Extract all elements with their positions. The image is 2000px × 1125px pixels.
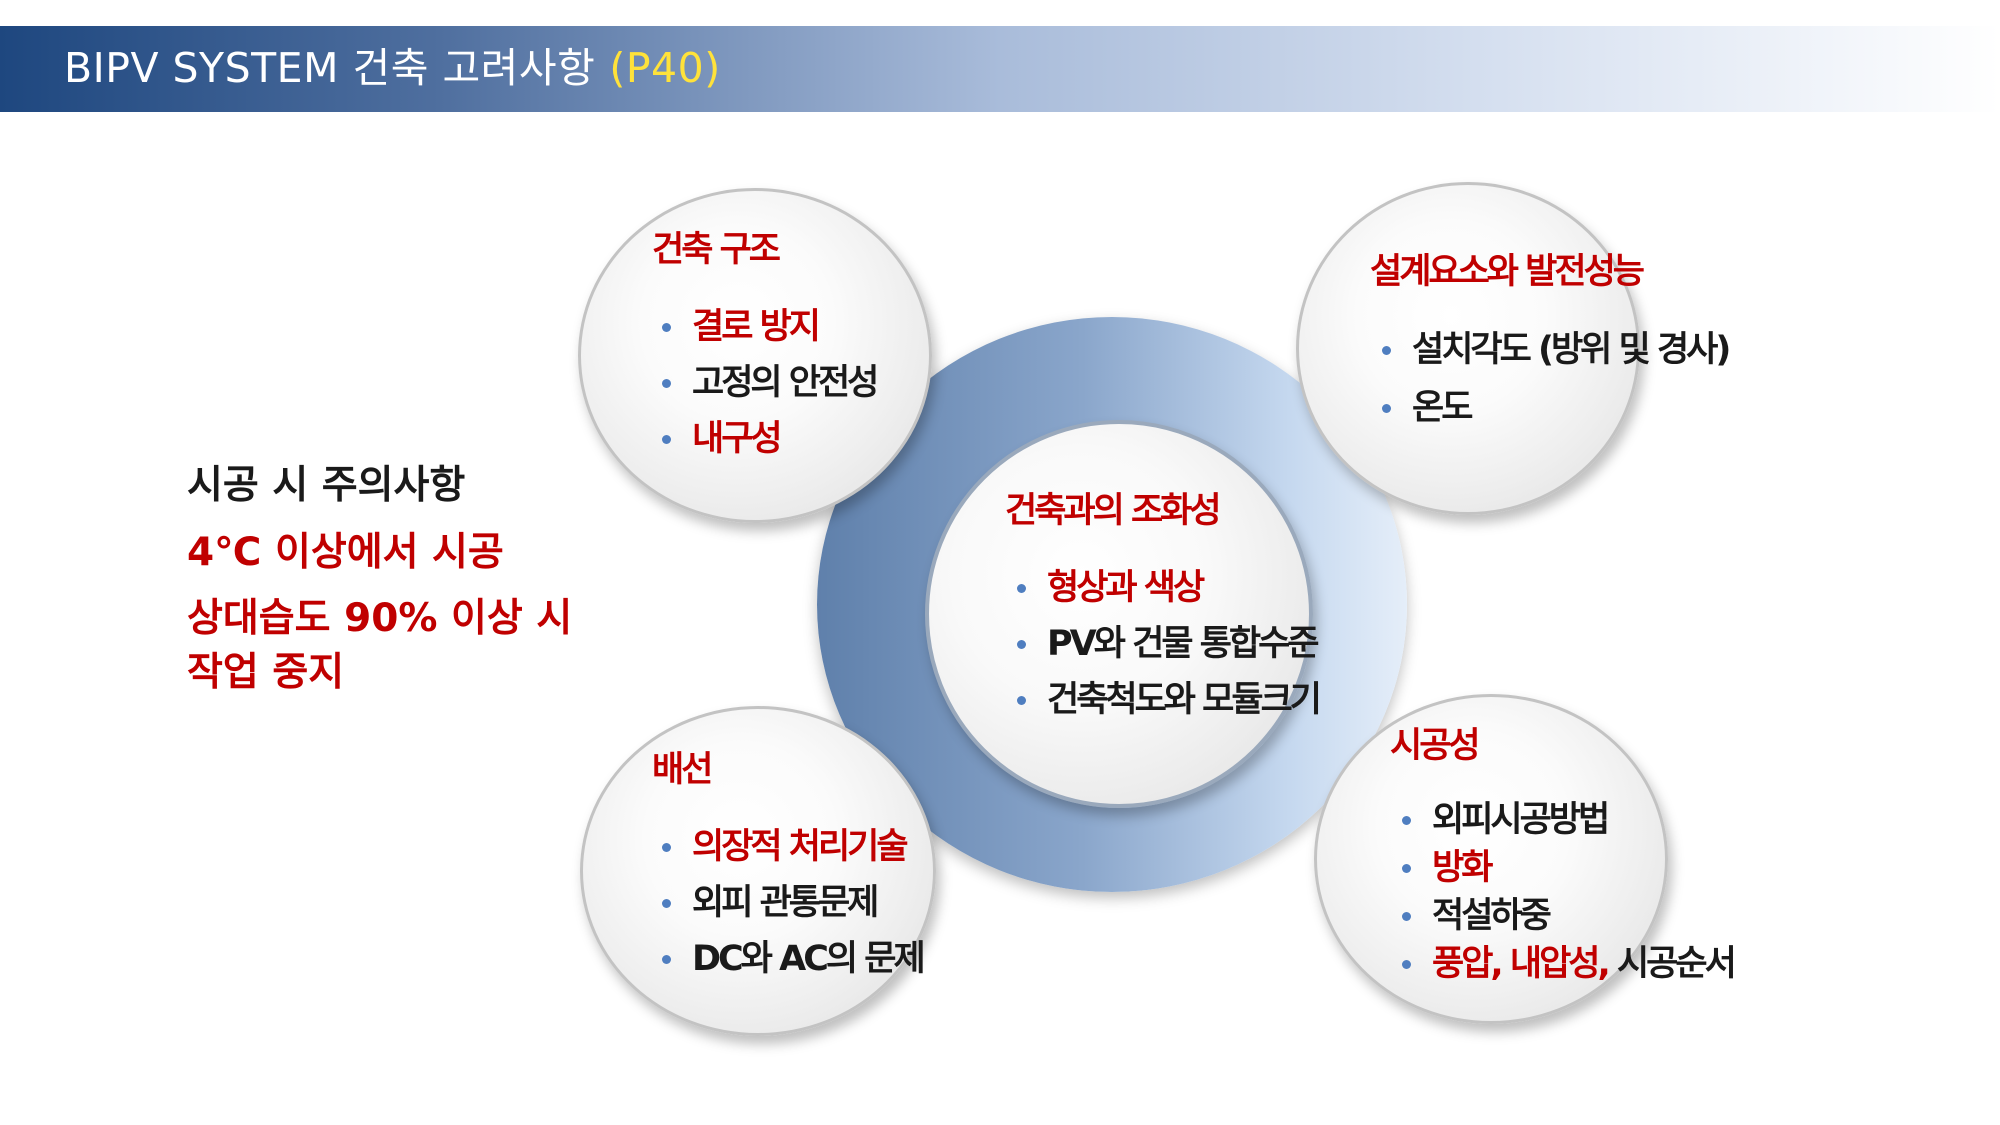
- list-item-text: 내구성: [692, 419, 783, 459]
- list-item-text: 적설하중: [1432, 896, 1552, 936]
- list-item: 내구성: [662, 411, 876, 467]
- group-harmony: 건축과의 조화성 형상과 색상 PV와 건물 통합수준 건축척도와 모듈크기: [1005, 488, 1322, 728]
- bullet-icon: [1017, 584, 1026, 593]
- list-item-text: 방화: [1432, 848, 1493, 888]
- list-item-text: 형상과 색상: [1047, 568, 1205, 608]
- group-heading: 건축 구조: [652, 230, 781, 270]
- circle-structure: [578, 188, 932, 523]
- list-item: 건축척도와 모듈크기: [1017, 672, 1322, 728]
- list-item-text: PV와 건물 통합수준: [1047, 624, 1320, 664]
- list-item-text: 온도: [1412, 388, 1473, 428]
- notes-line: 4℃ 이상에서 시공: [187, 530, 504, 575]
- list-item-text: 설치각도 (방위 및 경사): [1412, 330, 1731, 370]
- list-item-text: DC와 AC의 문제: [692, 939, 926, 979]
- list-item-text: 외피 관통문제: [692, 883, 879, 923]
- bullet-icon: [1402, 864, 1411, 873]
- bullet-icon: [662, 899, 671, 908]
- list-item: 적설하중: [1402, 892, 1734, 940]
- construction-notes: 시공 시 주의사항 4℃ 이상에서 시공 상대습도 90% 이상 시 작업 중지: [187, 458, 572, 700]
- bullet-icon: [1402, 960, 1411, 969]
- group-structure: 건축 구조 결로 방지 고정의 안전성 내구성: [652, 227, 879, 467]
- list-item-text: 외피시공방법: [1432, 800, 1610, 840]
- list-item: 형상과 색상: [1017, 560, 1319, 616]
- circle-design-performance: [1296, 182, 1640, 515]
- circle-harmony: [925, 420, 1313, 808]
- list-item: 결로 방지: [662, 299, 876, 355]
- list-item: 풍압, 내압성, 시공순서: [1402, 940, 1737, 988]
- bullet-icon: [662, 379, 671, 388]
- bullet-icon: [1017, 696, 1026, 705]
- notes-line: 작업 중지: [187, 650, 345, 695]
- list-item: 설치각도 (방위 및 경사): [1382, 321, 1731, 379]
- list-item: 외피 관통문제: [662, 875, 923, 931]
- list-item: DC와 AC의 문제: [662, 931, 926, 987]
- circle-wiring: [580, 706, 936, 1036]
- group-heading: 배선: [652, 750, 713, 790]
- bullet-icon: [1017, 640, 1026, 649]
- title-main: BIPV SYSTEM 건축 고려사항: [64, 44, 596, 92]
- bullet-icon: [662, 435, 671, 444]
- group-list: 의장적 처리기술 외피 관통문제 DC와 AC의 문제: [662, 819, 926, 987]
- group-constructability: 시공성 외피시공방법 방화 적설하중 풍압, 내압성, 시공순서: [1390, 723, 1737, 988]
- bullet-icon: [1382, 346, 1391, 355]
- list-item: 외피시공방법: [1402, 796, 1734, 844]
- list-item: PV와 건물 통합수준: [1017, 616, 1320, 672]
- bullet-icon: [662, 843, 671, 852]
- title-page-ref: (P40): [609, 44, 721, 92]
- notes-body: 4℃ 이상에서 시공 상대습도 90% 이상 시 작업 중지: [187, 526, 572, 700]
- group-heading: 설계요소와 발전성능: [1370, 252, 1645, 292]
- bullet-icon: [662, 323, 671, 332]
- group-list: 외피시공방법 방화 적설하중 풍압, 내압성, 시공순서: [1402, 796, 1737, 988]
- group-heading: 시공성: [1390, 726, 1481, 766]
- list-item: 고정의 안전성: [662, 355, 879, 411]
- list-item: 의장적 처리기술: [662, 819, 923, 875]
- notes-line: 상대습도 90% 이상 시: [187, 596, 573, 641]
- list-item: 온도: [1382, 379, 1728, 437]
- list-item-text: 결로 방지: [692, 307, 821, 347]
- page-title: BIPV SYSTEM 건축 고려사항 (P40): [64, 40, 721, 96]
- group-heading: 건축과의 조화성: [1005, 491, 1222, 531]
- list-item-text: 고정의 안전성: [692, 363, 879, 403]
- group-list: 형상과 색상 PV와 건물 통합수준 건축척도와 모듈크기: [1017, 560, 1322, 728]
- list-item-text: 건축척도와 모듈크기: [1047, 680, 1322, 720]
- group-list: 결로 방지 고정의 안전성 내구성: [662, 299, 879, 467]
- circle-constructability: [1314, 694, 1668, 1024]
- list-item-text-red: 풍압, 내압성,: [1432, 944, 1611, 984]
- group-list: 설치각도 (방위 및 경사) 온도: [1382, 321, 1731, 437]
- bullet-icon: [662, 955, 671, 964]
- bullet-icon: [1382, 404, 1391, 413]
- group-wiring: 배선 의장적 처리기술 외피 관통문제 DC와 AC의 문제: [652, 747, 926, 987]
- list-item-text: 시공순서: [1607, 944, 1737, 984]
- title-bar: [0, 26, 2000, 112]
- bullet-icon: [1402, 816, 1411, 825]
- notes-title: 시공 시 주의사항: [187, 463, 466, 508]
- group-design-performance: 설계요소와 발전성능 설치각도 (방위 및 경사) 온도: [1370, 249, 1731, 437]
- list-item-text: 의장적 처리기술: [692, 827, 909, 867]
- list-item: 방화: [1402, 844, 1734, 892]
- bullet-icon: [1402, 912, 1411, 921]
